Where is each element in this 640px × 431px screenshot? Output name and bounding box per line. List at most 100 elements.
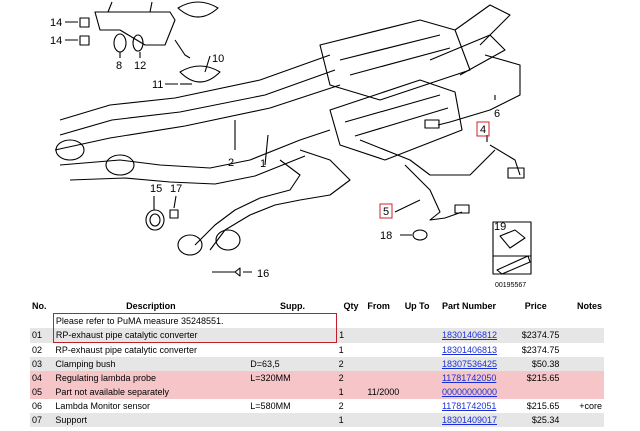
callout-5: 5 — [383, 206, 389, 218]
cell-qty: 1 — [336, 413, 366, 427]
part-number-link[interactable]: 18301406812 — [441, 330, 498, 341]
callout-1: 1 — [260, 158, 266, 170]
cell-from — [365, 399, 402, 413]
part-number-link[interactable]: 18301409017 — [441, 415, 498, 425]
header-price: Price — [524, 300, 547, 311]
cell-qty: 1 — [336, 328, 366, 343]
cell-description: Part not available separately — [53, 385, 249, 399]
callout-18: 18 — [380, 230, 392, 242]
header-no: No. — [32, 300, 47, 311]
cell-part-number: 18301409017 — [439, 413, 511, 427]
part-number-link[interactable]: 11781742050 — [441, 373, 497, 383]
cell-no: 03 — [30, 357, 54, 371]
cell-supp — [248, 343, 336, 358]
cell-price: $25.34 — [510, 413, 562, 427]
cell-notes — [561, 343, 604, 358]
header-from: From — [367, 300, 390, 311]
header-notes: Notes — [576, 300, 602, 311]
cell-part-number: 11781742050 — [439, 371, 511, 385]
callout-14b: 14 — [50, 35, 62, 47]
cell-price: $215.65 — [510, 371, 562, 385]
cell-notes — [561, 371, 604, 385]
notice-row: Please refer to PuMA measure 35248551. — [30, 313, 604, 328]
header-upto: Up To — [404, 300, 430, 311]
header-supp: Supp. — [279, 300, 305, 311]
cell-qty: 1 — [338, 344, 344, 355]
exhaust-diagram: 14 14 8 12 10 11 2 1 6 4 5 15 17 18 19 1… — [50, 1, 532, 289]
cell-supp: L=320MM — [248, 371, 337, 385]
cell-supp — [248, 413, 337, 427]
parts-table: No. Description Supp. Qty From Up To Par… — [30, 298, 604, 427]
callout-14a: 14 — [50, 17, 62, 29]
callout-15: 15 — [150, 183, 162, 195]
header-part-number: Part Number — [441, 300, 496, 311]
table-header-row: No. Description Supp. Qty From Up To Par… — [30, 298, 604, 314]
callout-4: 4 — [480, 124, 486, 136]
table-row: 02 RP-exhaust pipe catalytic converter 1 18… — [30, 343, 604, 358]
callout-2: 2 — [228, 157, 234, 169]
cell-notes — [561, 357, 604, 371]
cell-part-number: 18307536425 — [439, 357, 511, 371]
callout-19: 19 — [494, 221, 506, 233]
callout-11: 11 — [152, 79, 163, 91]
callout-8: 8 — [116, 60, 122, 72]
cell-from: 11/2000 — [365, 385, 403, 399]
cell-no: 02 — [32, 344, 43, 355]
cell-notes — [561, 385, 604, 399]
cell-price — [510, 385, 562, 399]
cell-price: $215.65 — [526, 401, 560, 411]
cell-qty: 2 — [338, 401, 344, 411]
cell-upto — [403, 399, 440, 413]
part-number-link[interactable]: 11781742051 — [441, 401, 497, 411]
cell-supp — [248, 328, 338, 343]
cell-description: Regulating lambda probe — [53, 371, 249, 385]
cell-supp — [248, 385, 337, 399]
callout-12: 12 — [134, 60, 146, 72]
cell-from — [365, 328, 403, 343]
cell-supp: L=580MM — [250, 401, 291, 411]
diagram-reference: 00195567 — [495, 282, 526, 289]
cell-upto — [402, 371, 440, 385]
cell-from — [365, 413, 403, 427]
cell-part-number: 11781742051 — [440, 399, 510, 413]
cell-upto — [402, 385, 440, 399]
part-number-link[interactable]: 00000000000 — [441, 387, 498, 397]
cell-qty: 1 — [336, 385, 366, 399]
cell-qty: 2 — [336, 371, 366, 385]
cell-description: Clamping bush — [53, 357, 249, 371]
cell-no: 05 — [30, 385, 54, 399]
parts-table-container: No. Description Supp. Qty From Up To Par… — [30, 298, 640, 427]
cell-qty: 2 — [336, 357, 366, 371]
callout-6: 6 — [494, 108, 500, 120]
header-description: Description — [126, 300, 176, 311]
cell-from — [365, 357, 403, 371]
part-number-link[interactable]: 18307536425 — [441, 359, 498, 369]
callout-5-highlight — [379, 203, 393, 219]
callout-4-highlight — [476, 121, 490, 137]
cell-description: RP-exhaust pipe catalytic converter — [52, 328, 249, 343]
cell-description: Support — [53, 413, 249, 427]
cell-price: $2374.75 — [521, 344, 560, 355]
callout-16: 16 — [257, 268, 269, 280]
cell-no: 04 — [30, 371, 54, 385]
cell-price: $2374.75 — [510, 328, 562, 343]
cell-part-number: 18301406812 — [439, 328, 511, 343]
cell-upto — [403, 343, 440, 358]
cell-notes: +core — [579, 401, 602, 411]
cell-price: $50.38 — [510, 357, 562, 371]
cell-part-number: 18301406813 — [440, 343, 510, 358]
cell-upto — [402, 328, 440, 343]
cell-no: 01 — [30, 328, 54, 343]
part-number-link[interactable]: 18301406813 — [441, 344, 498, 355]
header-qty: Qty — [343, 300, 359, 311]
cell-upto — [402, 413, 440, 427]
cell-from — [365, 371, 403, 385]
cell-notes — [561, 413, 604, 427]
cell-description: RP-exhaust pipe catalytic converter — [55, 345, 197, 355]
